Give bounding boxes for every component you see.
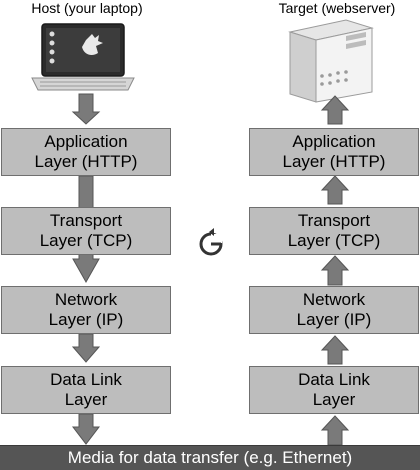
- target-arrow-2: [320, 175, 350, 205]
- target-arrow-1: [320, 95, 350, 125]
- host-datalink-layer: Data Link Layer: [1, 366, 171, 414]
- host-arrow-3: [71, 333, 101, 363]
- media-bar: Media for data transfer (e.g. Ethernet): [0, 445, 420, 470]
- host-arrow-1: [71, 93, 101, 125]
- host-title: Host (your laptop): [31, 0, 143, 16]
- media-label: Media for data transfer (e.g. Ethernet): [67, 448, 353, 467]
- target-transport-layer: Transport Layer (TCP): [249, 207, 419, 255]
- target-arrow-5: [320, 415, 350, 446]
- target-arrow-3: [320, 255, 350, 286]
- laptop-icon: [31, 23, 135, 91]
- target-arrow-4: [320, 335, 350, 365]
- host-arrow-4: [71, 413, 101, 445]
- server-icon: [288, 19, 374, 103]
- target-datalink-layer: Data Link Layer: [249, 366, 419, 414]
- host-application-layer: Application Layer (HTTP): [1, 128, 171, 176]
- target-application-layer: Application Layer (HTTP): [249, 128, 419, 176]
- target-title: Target (webserver): [278, 0, 396, 16]
- host-network-layer: Network Layer (IP): [1, 286, 171, 334]
- target-network-layer: Network Layer (IP): [249, 286, 419, 334]
- host-transport-layer: Transport Layer (TCP): [1, 207, 171, 255]
- g-logo-icon: [199, 228, 223, 256]
